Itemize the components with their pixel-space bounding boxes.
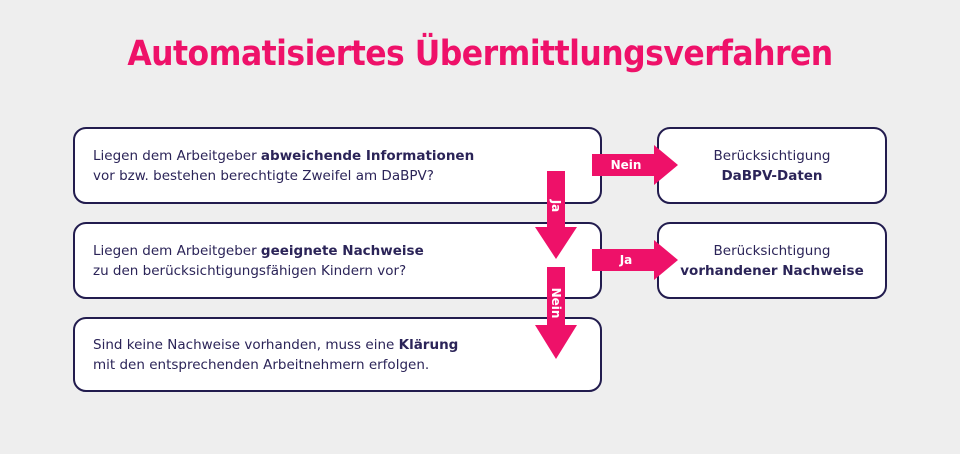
question-box-2-line-1-bold: geeignete Nachweise — [260, 242, 424, 259]
result-box-2-line-2: vorhandener Nachweise — [680, 262, 864, 279]
arrow-down-nein-icon — [535, 267, 577, 359]
result-box-1: Berücksichtigung DaBPV-Daten — [657, 127, 887, 204]
question-box-2-text: Liegen dem Arbeitgeber geeignete Nachwei… — [75, 241, 600, 281]
question-box-1-line-2: vor bzw. bestehen berechtigte Zweifel am… — [93, 167, 434, 184]
question-box-3: Sind keine Nachweise vorhanden, muss ein… — [73, 317, 602, 392]
result-box-1-line-2: DaBPV-Daten — [721, 167, 823, 184]
question-box-3-line-2: mit den entsprechenden Arbeitnehmern erf… — [93, 356, 430, 373]
question-box-2-line-2: zu den berücksichtigungsfähigen Kindern … — [93, 262, 407, 279]
result-box-1-text: Berücksichtigung DaBPV-Daten — [659, 146, 885, 186]
question-box-1-line-1: Liegen dem Arbeitgeber abweichende Infor… — [93, 146, 586, 166]
question-box-1-line-1-bold: abweichende Informationen — [260, 147, 475, 164]
arrow-down-ja-icon — [535, 171, 577, 259]
question-box-3-text: Sind keine Nachweise vorhanden, muss ein… — [75, 335, 600, 375]
arrow-right-nein-icon — [592, 145, 678, 185]
result-box-2-line-1: Berücksichtigung — [713, 242, 831, 259]
question-box-3-line-1-bold: Klärung — [398, 336, 459, 353]
question-box-1: Liegen dem Arbeitgeber abweichende Infor… — [73, 127, 602, 204]
question-box-2: Liegen dem Arbeitgeber geeignete Nachwei… — [73, 222, 602, 299]
question-box-3-line-1-normal: Sind keine Nachweise vorhanden, muss ein… — [93, 336, 399, 353]
question-box-2-line-1: Liegen dem Arbeitgeber geeignete Nachwei… — [93, 241, 586, 261]
result-box-1-line-1: Berücksichtigung — [713, 147, 831, 164]
question-box-1-text: Liegen dem Arbeitgeber abweichende Infor… — [75, 146, 600, 186]
arrow-right-ja-icon — [592, 240, 678, 280]
result-box-2-text: Berücksichtigung vorhandener Nachweise — [659, 241, 885, 281]
result-box-2: Berücksichtigung vorhandener Nachweise — [657, 222, 887, 299]
page-title: Automatisiertes Übermittlungsverfahren — [127, 34, 833, 74]
question-box-2-line-1-normal: Liegen dem Arbeitgeber — [93, 242, 261, 259]
question-box-1-line-1-normal: Liegen dem Arbeitgeber — [93, 147, 261, 164]
question-box-3-line-1: Sind keine Nachweise vorhanden, muss ein… — [93, 335, 586, 355]
